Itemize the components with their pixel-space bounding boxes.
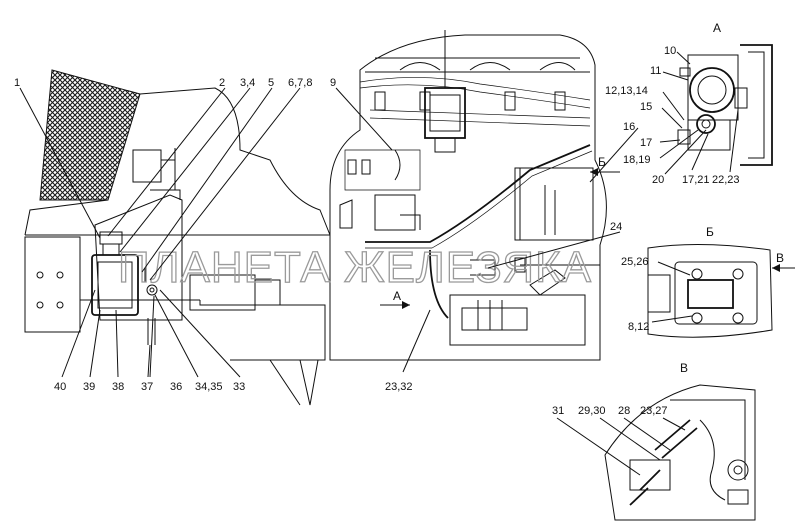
callout-36: 36 xyxy=(170,381,182,393)
main-view: А Б xyxy=(24,30,620,406)
callout-24: 24 xyxy=(610,221,622,233)
callout-38: 38 xyxy=(112,381,124,393)
injectors xyxy=(374,91,566,111)
callout-17: 17 xyxy=(640,137,652,149)
callout-31: 31 xyxy=(552,405,564,417)
callout-22-23: 22,23 xyxy=(712,174,740,186)
radiator-grille xyxy=(39,69,141,201)
view-v-title: В xyxy=(680,361,688,375)
callout-17-21: 17,21 xyxy=(682,174,710,186)
view-a-arrow-label: А xyxy=(393,289,401,303)
view-a-title: А xyxy=(713,21,721,35)
view-a-arrow: А xyxy=(380,289,410,309)
callout-25-26: 25,26 xyxy=(621,256,649,268)
callout-8-12: 8,12 xyxy=(628,321,649,333)
leader-lines xyxy=(19,51,739,476)
callout-18-19: 18,19 xyxy=(623,154,651,166)
callout-9: 9 xyxy=(330,77,336,89)
callout-3-4: 3,4 xyxy=(240,77,255,89)
callout-10: 10 xyxy=(664,45,676,57)
fuel-line xyxy=(365,144,591,243)
callout-15: 15 xyxy=(640,101,652,113)
engine-contour xyxy=(329,34,607,361)
callout-23-32: 23,32 xyxy=(385,381,413,393)
filter-bowl xyxy=(91,254,139,316)
callout-labels: 1 2 3,4 5 6,7,8 9 10 11 12,13,14 15 16 1… xyxy=(14,45,740,417)
front-frame xyxy=(24,236,81,333)
callout-28: 28 xyxy=(618,405,630,417)
callout-37: 37 xyxy=(141,381,153,393)
view-b-arrow: Б xyxy=(590,155,620,176)
hood-contour xyxy=(139,87,331,236)
watermark-text: ПЛАНЕТА ЖЕЛЕЗЯКА xyxy=(118,243,592,292)
callout-5: 5 xyxy=(268,77,274,89)
callout-23-27: 23,27 xyxy=(640,405,668,417)
view-b-arrow-label: Б xyxy=(598,155,606,169)
callout-6-7-8: 6,7,8 xyxy=(288,77,312,89)
callout-11: 11 xyxy=(650,65,661,77)
view-v-arrow: В xyxy=(772,251,795,272)
callout-1: 1 xyxy=(14,77,20,89)
view-v-arrow-label: В xyxy=(776,251,784,265)
callout-39: 39 xyxy=(83,381,95,393)
detail-view-v: В xyxy=(604,361,756,521)
callout-12-13-14: 12,13,14 xyxy=(605,85,648,97)
detail-view-a: А xyxy=(677,21,773,166)
callout-16: 16 xyxy=(623,121,635,133)
callout-34-35: 34,35 xyxy=(195,381,223,393)
callout-20: 20 xyxy=(652,174,664,186)
callout-33: 33 xyxy=(233,381,245,393)
callout-29-30: 29,30 xyxy=(578,405,606,417)
detail-view-b: Б В xyxy=(647,225,795,338)
callout-2: 2 xyxy=(219,77,225,89)
callout-40: 40 xyxy=(54,381,66,393)
view-b-title: Б xyxy=(706,225,714,239)
